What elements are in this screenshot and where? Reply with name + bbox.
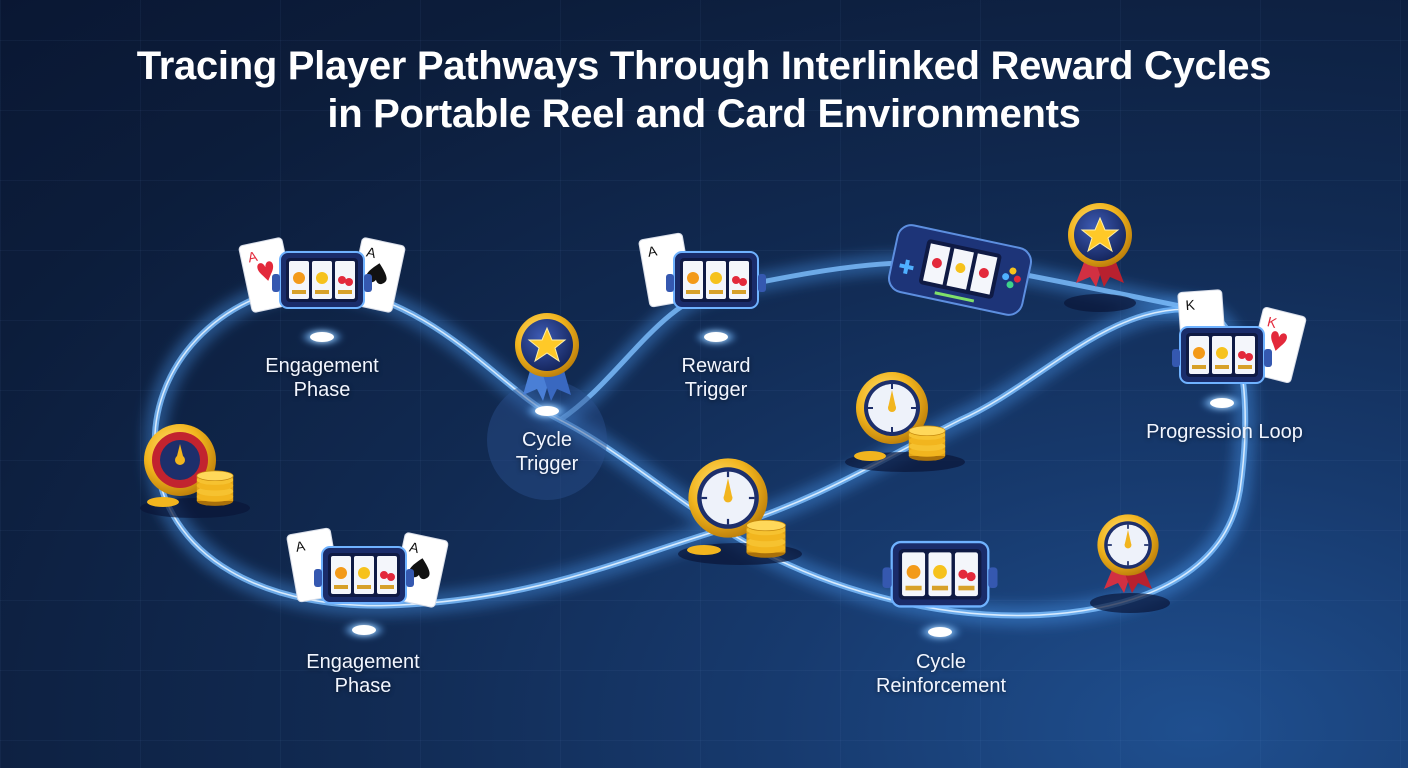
coin-stack-icon <box>908 425 946 462</box>
progression-loop-label: Progression Loop <box>1122 420 1327 444</box>
card-rank: A <box>408 539 421 557</box>
ribbon-medal-icon <box>1064 202 1136 312</box>
card-rank: A <box>365 244 378 262</box>
label-line: Engagement <box>265 355 379 377</box>
page-title: Tracing Player Pathways Through Interlin… <box>0 42 1408 138</box>
playing-card-icon: A <box>390 531 450 609</box>
star-badge-icon <box>514 312 580 378</box>
progression-loop-node[interactable]: K K <box>1171 289 1308 412</box>
slot-machine-icon <box>313 546 415 604</box>
label-line: Reinforcement <box>875 675 1007 697</box>
coin-stack-icon <box>746 519 786 559</box>
engagement-bottom-node[interactable]: A A <box>285 527 450 639</box>
handheld-console-icon <box>888 224 1032 316</box>
engagement-bottom-label: Engagement Phase <box>283 650 443 698</box>
engagement-top-node[interactable]: A A <box>237 236 407 346</box>
center-reward-wheel <box>678 457 802 565</box>
cycle-trigger-label: Cycle Trigger <box>477 428 617 476</box>
label-line: Progression Loop <box>1146 421 1303 443</box>
title-line-2: in Portable Reel and Card Environments <box>327 92 1081 136</box>
slot-machine-icon <box>1171 326 1273 384</box>
title-line-1: Tracing Player Pathways Through Interlin… <box>136 44 1272 88</box>
label-line: Cycle <box>915 651 966 673</box>
slot-machine-icon <box>665 251 767 309</box>
label-line: Phase <box>293 379 351 401</box>
card-rank: A <box>646 242 659 259</box>
engagement-top-label: Engagement Phase <box>242 354 402 402</box>
cycle-trigger-halo <box>487 380 607 500</box>
label-line: Trigger <box>515 453 579 475</box>
mid-right-reward-wheel <box>845 371 965 472</box>
label-line: Trigger <box>684 379 748 401</box>
label-line: Cycle <box>521 429 572 451</box>
slot-machine-icon <box>271 251 373 309</box>
cycle-reinforcement-node[interactable] <box>881 540 999 641</box>
reward-trigger-node[interactable]: A <box>637 232 767 346</box>
ribbon-medal-icon <box>1090 513 1170 613</box>
playing-card-icon: A <box>285 527 343 603</box>
card-rank: A <box>294 537 307 554</box>
label-line: Reward <box>681 355 751 377</box>
playing-card-icon: A <box>237 236 297 314</box>
card-rank: K <box>1185 296 1196 313</box>
playing-card-icon: K <box>1177 289 1227 361</box>
playing-card-icon: K <box>1246 306 1308 384</box>
playing-card-icon: A <box>637 232 695 308</box>
reward-trigger-label: Reward Trigger <box>646 354 786 402</box>
label-line: Engagement <box>306 651 420 673</box>
slot-machine-icon <box>881 540 999 608</box>
label-line: Phase <box>334 675 392 697</box>
cycle-reinforcement-label: Cycle Reinforcement <box>850 650 1032 698</box>
cycle-trigger-node[interactable] <box>514 312 580 420</box>
card-rank: A <box>246 248 259 266</box>
coin-stack-icon <box>196 470 234 507</box>
left-reward-wheel <box>140 424 250 518</box>
